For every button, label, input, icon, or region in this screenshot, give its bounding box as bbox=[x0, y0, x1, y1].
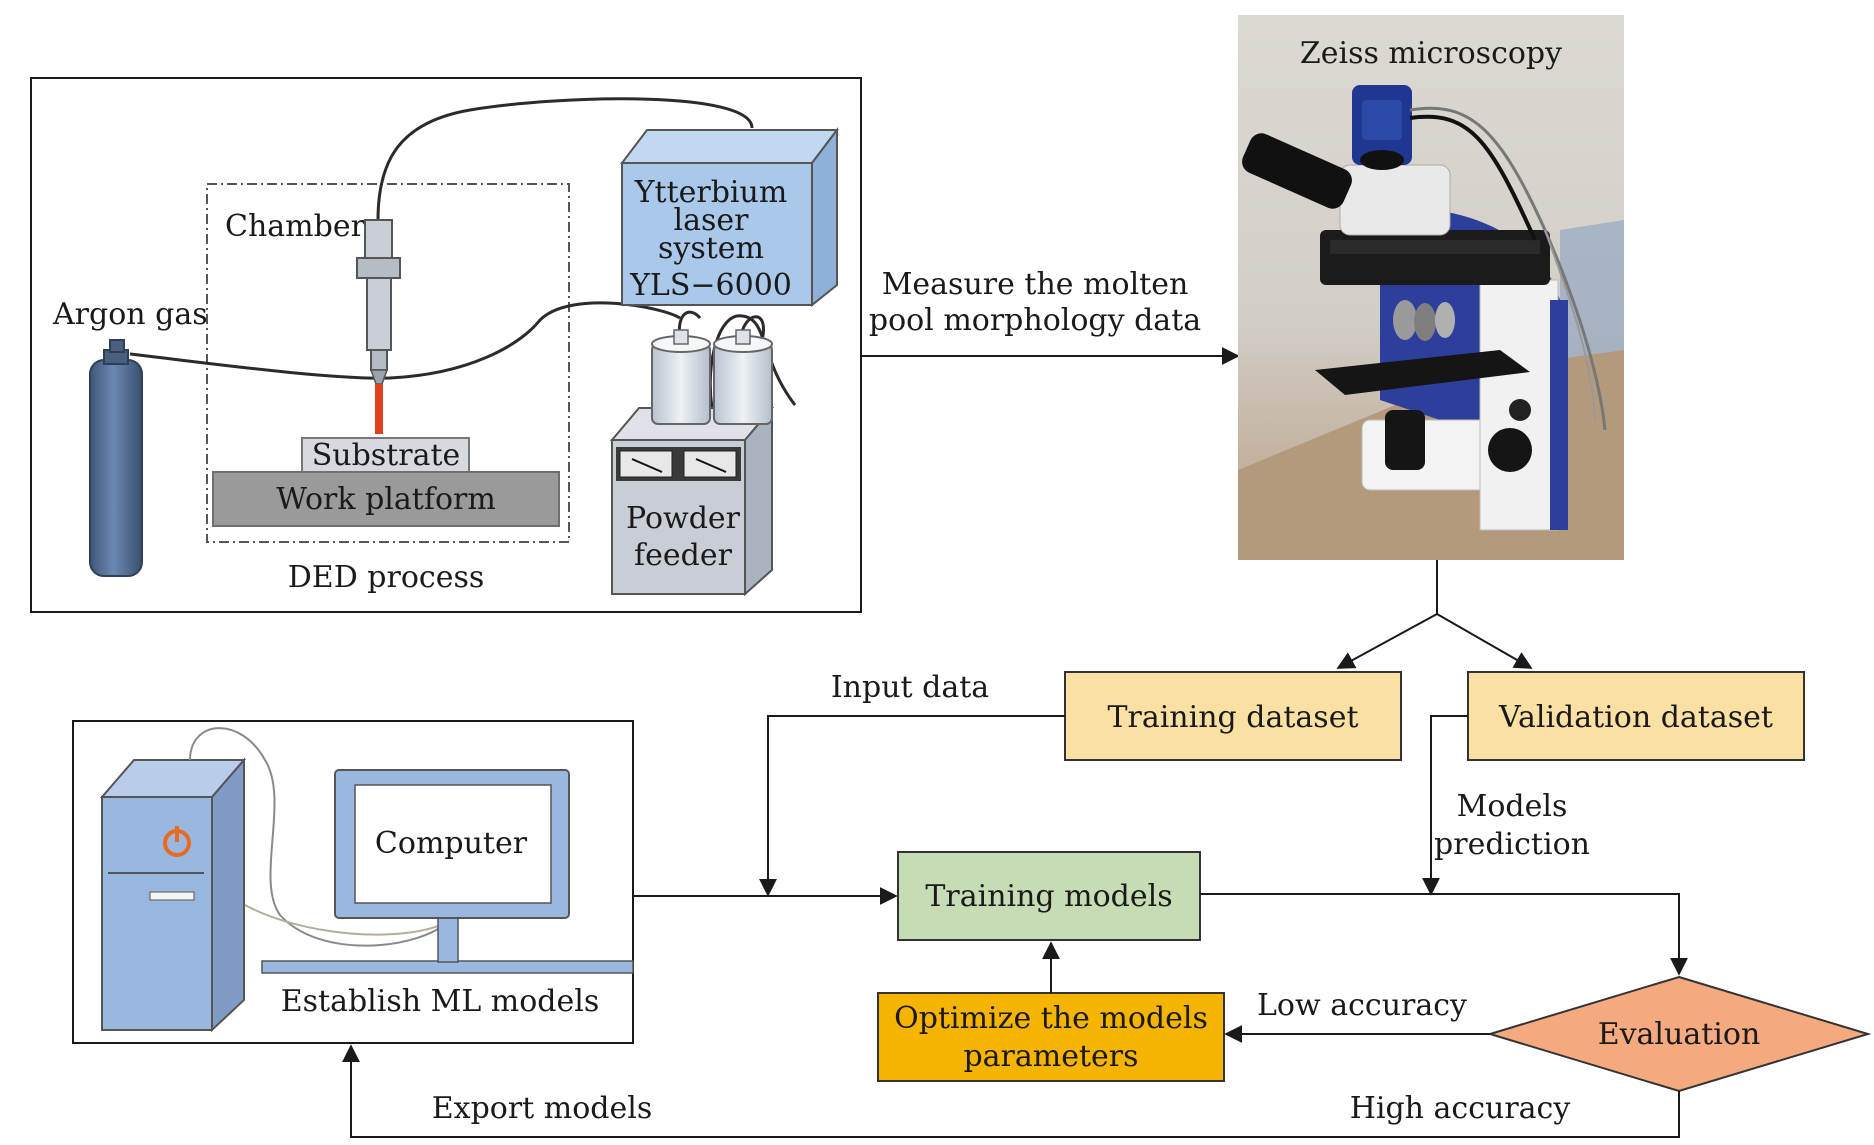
ytterbium-laser-system bbox=[619, 127, 840, 308]
laser-label-line-1: Ytterbium bbox=[634, 175, 788, 210]
low-accuracy-label: Low accuracy bbox=[1257, 988, 1467, 1023]
measure-label-line-1: Measure the molten bbox=[882, 267, 1189, 302]
high-accuracy-label: High accuracy bbox=[1350, 1091, 1571, 1126]
input-data-arrow bbox=[759, 715, 1065, 897]
export-models-arrow bbox=[342, 1044, 1680, 1138]
arrow-to-training-dataset bbox=[1336, 613, 1438, 669]
argon-gas-label: Argon gas bbox=[52, 297, 208, 332]
laser-label-line-3: system bbox=[658, 231, 764, 266]
ded-process-caption: DED process bbox=[288, 560, 485, 595]
models-prediction-label-line-1: Models bbox=[1457, 789, 1568, 824]
training-models-label: Training models bbox=[925, 879, 1172, 914]
training-models-box bbox=[897, 851, 1201, 941]
training-dataset-label: Training dataset bbox=[1107, 700, 1358, 735]
laser-beam bbox=[375, 384, 383, 434]
zeiss-microscope-image bbox=[1238, 15, 1624, 560]
input-data-label: Input data bbox=[831, 670, 989, 705]
export-models-label: Export models bbox=[432, 1091, 652, 1126]
zeiss-microscopy-label: Zeiss microscopy bbox=[1300, 36, 1562, 71]
powder-feeder bbox=[609, 329, 775, 597]
substrate-label: Substrate bbox=[312, 438, 461, 473]
models-prediction-arrow bbox=[1422, 715, 1468, 896]
establish-ml-models-label: Establish ML models bbox=[281, 984, 600, 1019]
training-to-evaluation-arrow bbox=[1200, 893, 1688, 976]
optimize-parameters-box bbox=[877, 992, 1225, 1082]
gas-cable bbox=[129, 301, 681, 380]
powder-feeder-label-line-1: Powder bbox=[626, 501, 741, 536]
laser-head bbox=[356, 219, 401, 385]
computer-tower bbox=[101, 796, 213, 1031]
computer-cable bbox=[189, 727, 451, 947]
evaluation-label: Evaluation bbox=[1598, 1017, 1761, 1052]
monitor-stand bbox=[437, 911, 459, 963]
laser-label-line-2: laser bbox=[674, 203, 750, 238]
ded-process-panel: Argon gas Chamber Ytterbium laser system… bbox=[30, 77, 862, 613]
desk bbox=[261, 960, 634, 974]
laser-cable bbox=[376, 97, 754, 221]
validation-dataset-label: Validation dataset bbox=[1498, 700, 1773, 735]
argon-gas-cylinder bbox=[89, 339, 143, 577]
work-platform-label: Work platform bbox=[276, 482, 496, 517]
power-icon bbox=[163, 826, 191, 857]
computer-panel: Computer Establish ML models bbox=[72, 720, 634, 1044]
optimize-label-line-2: parameters bbox=[963, 1039, 1138, 1074]
computer-screen-label: Computer bbox=[375, 826, 528, 861]
optimize-label-line-1: Optimize the models bbox=[894, 1001, 1208, 1036]
models-prediction-label-line-2: prediction bbox=[1434, 827, 1590, 862]
training-dataset-box bbox=[1064, 671, 1402, 761]
powder-feeder-label-line-2: feeder bbox=[634, 538, 733, 573]
work-platform bbox=[212, 471, 560, 527]
arrow-to-validation-dataset bbox=[1436, 613, 1533, 669]
measure-label-line-2: pool morphology data bbox=[869, 303, 1201, 338]
laser-label-line-4: YLS−6000 bbox=[629, 268, 792, 303]
substrate bbox=[301, 437, 470, 475]
monitor-screen bbox=[354, 784, 552, 904]
chamber-label: Chamber bbox=[225, 209, 366, 244]
